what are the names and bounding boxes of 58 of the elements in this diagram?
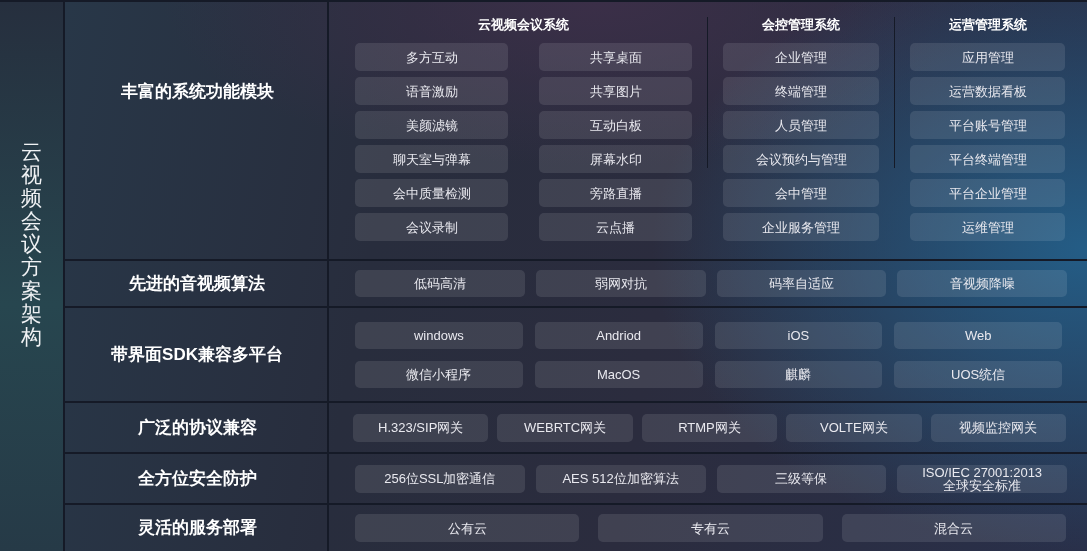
feature-tag: 三级等保 [716, 464, 887, 493]
feature-tag: Andriod [534, 321, 703, 349]
feature-tag: 音视频降噪 [897, 270, 1067, 297]
feature-tag: 会议预约与管理 [723, 145, 879, 173]
feature-tag: 运维管理 [910, 213, 1065, 241]
feature-tag: Web [894, 321, 1062, 349]
feature-tag: windows [355, 321, 523, 349]
feature-tag: 企业服务管理 [723, 213, 879, 241]
feature-tag: iOS [714, 321, 883, 349]
feature-tag: 企业管理 [723, 43, 879, 71]
feature-tag: 平台企业管理 [910, 179, 1065, 207]
feature-tag: VOLTE网关 [786, 413, 922, 442]
feature-tag: 视频监控网关 [930, 413, 1066, 442]
feature-tag: 云点播 [539, 213, 692, 241]
feature-tag: 256位SSL加密通信 [355, 464, 525, 493]
feature-tag: H.323/SIP网关 [353, 413, 489, 442]
group-heading: 会控管理系统 [762, 16, 840, 34]
feature-tag: ISO/IEC 27001:2013 全球安全标准 [897, 464, 1067, 493]
feature-tag: 共享桌面 [539, 43, 692, 71]
row-heading: 全方位安全防护 [137, 468, 257, 489]
feature-tag: 旁路直播 [539, 179, 692, 207]
feature-tag: 专有云 [598, 514, 823, 542]
feature-tag: UOS统信 [894, 360, 1062, 388]
feature-tag: 互动白板 [539, 111, 692, 139]
group-heading: 云视频会议系统 [478, 16, 569, 34]
feature-tag: RTMP网关 [641, 413, 778, 442]
vertical-title: 云视频会议方案架构 [21, 140, 42, 348]
group-heading: 运营管理系统 [948, 16, 1027, 34]
feature-tag: 运营数据看板 [910, 77, 1065, 105]
feature-tag: MacOS [534, 360, 703, 388]
feature-tag: 应用管理 [910, 43, 1065, 71]
feature-tag: 平台账号管理 [910, 111, 1065, 139]
feature-tag: 语音激励 [355, 77, 508, 105]
feature-tag: 麒麟 [714, 360, 883, 388]
feature-tag: 会中管理 [723, 179, 879, 207]
feature-tag: 多方互动 [355, 43, 508, 71]
feature-tag: 弱网对抗 [535, 270, 706, 297]
feature-tag: 低码高清 [355, 270, 525, 297]
feature-tag: 会中质量检测 [355, 179, 508, 207]
feature-tag: 混合云 [841, 514, 1066, 542]
row-heading: 灵活的服务部署 [137, 518, 257, 538]
feature-tag: 终端管理 [723, 77, 879, 105]
feature-tag: 码率自适应 [716, 270, 887, 297]
feature-tag: 公有云 [355, 514, 580, 542]
feature-tag: 微信小程序 [355, 360, 523, 388]
feature-tag: 美颜滤镜 [355, 111, 508, 139]
feature-tag: 会议录制 [355, 213, 508, 241]
row-heading: 带界面SDK兼容多平台 [111, 344, 283, 365]
feature-tag: 平台终端管理 [910, 145, 1065, 173]
feature-tag: 聊天室与弹幕 [355, 145, 508, 173]
row-heading: 先进的音视频算法 [129, 273, 265, 294]
feature-tag: 共享图片 [539, 77, 692, 105]
feature-tag: WEBRTC网关 [497, 413, 633, 442]
feature-tag: AES 512位加密算法 [535, 464, 706, 493]
row-heading: 丰富的系统功能模块 [120, 82, 274, 102]
feature-tag: 人员管理 [723, 111, 879, 139]
feature-tag: 屏幕水印 [539, 145, 692, 173]
row-heading: 广泛的协议兼容 [137, 417, 257, 438]
